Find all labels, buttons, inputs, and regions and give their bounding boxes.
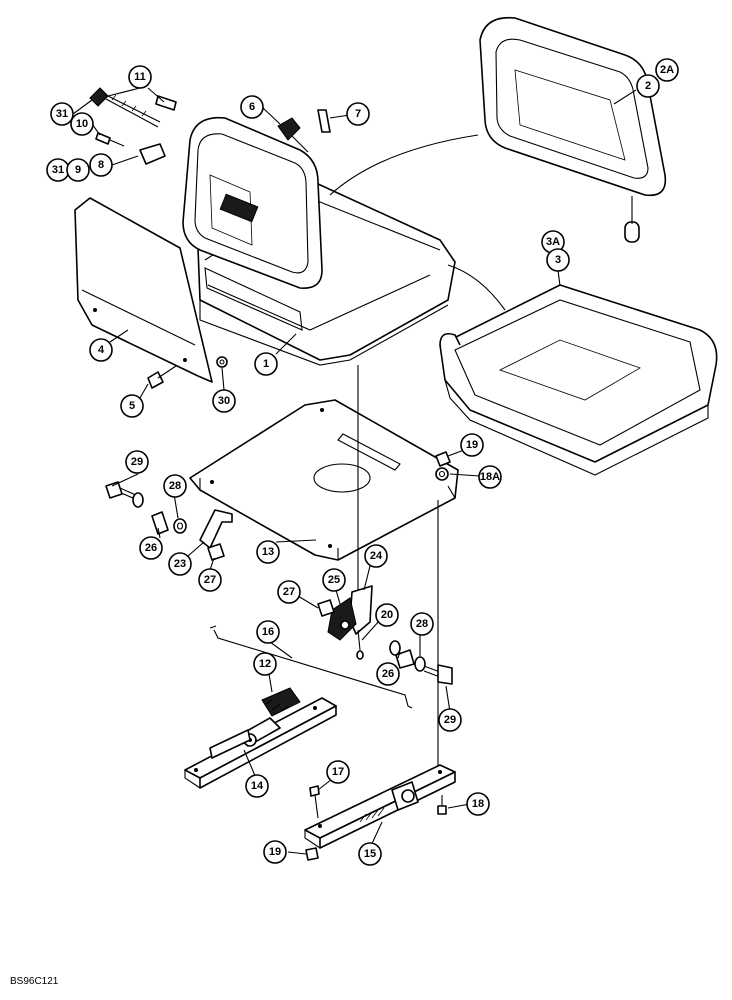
svg-text:31: 31 — [52, 164, 64, 176]
seat-cushion — [439, 284, 718, 476]
svg-text:8: 8 — [98, 159, 104, 171]
callout-31-upper: 31 — [50, 102, 74, 126]
callout-29-left: 29 — [125, 450, 149, 474]
panel-fasteners — [147, 356, 228, 389]
callout-28-left: 28 — [163, 474, 187, 498]
mounting-plate — [189, 399, 459, 561]
callout-8: 8 — [89, 153, 113, 177]
callout-9: 9 — [66, 158, 90, 182]
svg-text:28: 28 — [169, 480, 181, 492]
svg-text:24: 24 — [370, 550, 383, 562]
callout-11: 11 — [128, 65, 152, 89]
svg-text:19: 19 — [269, 846, 281, 858]
callout-7: 7 — [346, 102, 370, 126]
callout-17: 17 — [326, 760, 350, 784]
svg-text:25: 25 — [328, 574, 340, 586]
callout-2A: 2A — [655, 58, 679, 82]
svg-text:3A: 3A — [546, 236, 560, 248]
callout-3A: 3A — [541, 230, 565, 254]
callout-2: 2 — [636, 74, 660, 98]
callout-28-right: 28 — [410, 612, 434, 636]
callout-27-center: 27 — [277, 580, 301, 604]
callout-23: 23 — [168, 552, 192, 576]
callout-4: 4 — [89, 338, 113, 362]
right-slide-rail — [304, 764, 456, 849]
svg-text:18A: 18A — [480, 471, 500, 483]
rail-fasteners — [305, 785, 447, 861]
callout-27-left: 27 — [198, 568, 222, 592]
svg-text:26: 26 — [382, 668, 394, 680]
assembly-arrow-seat — [447, 264, 506, 311]
callout-14: 14 — [245, 774, 269, 798]
seat-assembly — [182, 116, 456, 366]
callout-18A: 18A — [478, 465, 502, 489]
svg-text:4: 4 — [98, 344, 105, 356]
callout-19-top: 19 — [460, 433, 484, 457]
svg-text:18: 18 — [472, 798, 484, 810]
svg-text:23: 23 — [174, 558, 186, 570]
back-cushion — [479, 16, 667, 243]
svg-text:30: 30 — [218, 395, 230, 407]
svg-text:5: 5 — [129, 400, 135, 412]
callout-25: 25 — [322, 568, 346, 592]
svg-text:10: 10 — [76, 118, 88, 130]
adjuster-rod — [209, 625, 413, 709]
svg-text:1: 1 — [263, 358, 269, 370]
svg-text:14: 14 — [251, 780, 264, 792]
svg-text:29: 29 — [444, 714, 456, 726]
latch-linkage — [317, 585, 373, 660]
svg-text:6: 6 — [249, 101, 255, 113]
svg-text:26: 26 — [145, 542, 157, 554]
figure-code: BS96C121 — [10, 976, 59, 987]
callout-29-right: 29 — [438, 708, 462, 732]
svg-text:20: 20 — [381, 609, 393, 621]
svg-text:17: 17 — [332, 766, 344, 778]
svg-text:15: 15 — [364, 848, 376, 860]
svg-text:29: 29 — [131, 456, 143, 468]
callout-1: 1 — [254, 352, 278, 376]
callout-16: 16 — [256, 620, 280, 644]
callout-31-lower: 31 — [46, 158, 70, 182]
svg-text:19: 19 — [466, 439, 478, 451]
svg-text:16: 16 — [262, 626, 274, 638]
svg-text:27: 27 — [283, 586, 295, 598]
callout-26-left: 26 — [139, 536, 163, 560]
left-slide-rail — [184, 687, 337, 789]
side-panel — [74, 197, 213, 383]
svg-text:2A: 2A — [660, 64, 674, 76]
svg-text:13: 13 — [262, 546, 274, 558]
callout-5: 5 — [120, 394, 144, 418]
svg-text:7: 7 — [355, 108, 361, 120]
svg-text:27: 27 — [204, 574, 216, 586]
callout-20: 20 — [375, 603, 399, 627]
svg-text:31: 31 — [56, 108, 68, 120]
callout-15: 15 — [358, 842, 382, 866]
right-hardware-group — [389, 640, 453, 685]
svg-text:3: 3 — [555, 254, 561, 266]
callout-6: 6 — [240, 95, 264, 119]
right-nut-washer — [435, 451, 451, 481]
callout-19-bottom: 19 — [263, 840, 287, 864]
callout-30: 30 — [212, 389, 236, 413]
svg-text:9: 9 — [75, 164, 81, 176]
callout-3: 3 — [546, 248, 570, 272]
assembly-arrow-back — [329, 134, 479, 196]
svg-text:28: 28 — [416, 618, 428, 630]
callout-18: 18 — [466, 792, 490, 816]
callout-26-right: 26 — [376, 662, 400, 686]
callout-13: 13 — [256, 540, 280, 564]
callout-10: 10 — [70, 112, 94, 136]
svg-text:12: 12 — [259, 658, 271, 670]
knob-hardware-group — [89, 87, 331, 165]
callout-12: 12 — [253, 652, 277, 676]
svg-text:11: 11 — [134, 71, 146, 83]
left-hardware-group — [105, 481, 233, 561]
svg-text:2: 2 — [645, 80, 651, 92]
callout-24: 24 — [364, 544, 388, 568]
